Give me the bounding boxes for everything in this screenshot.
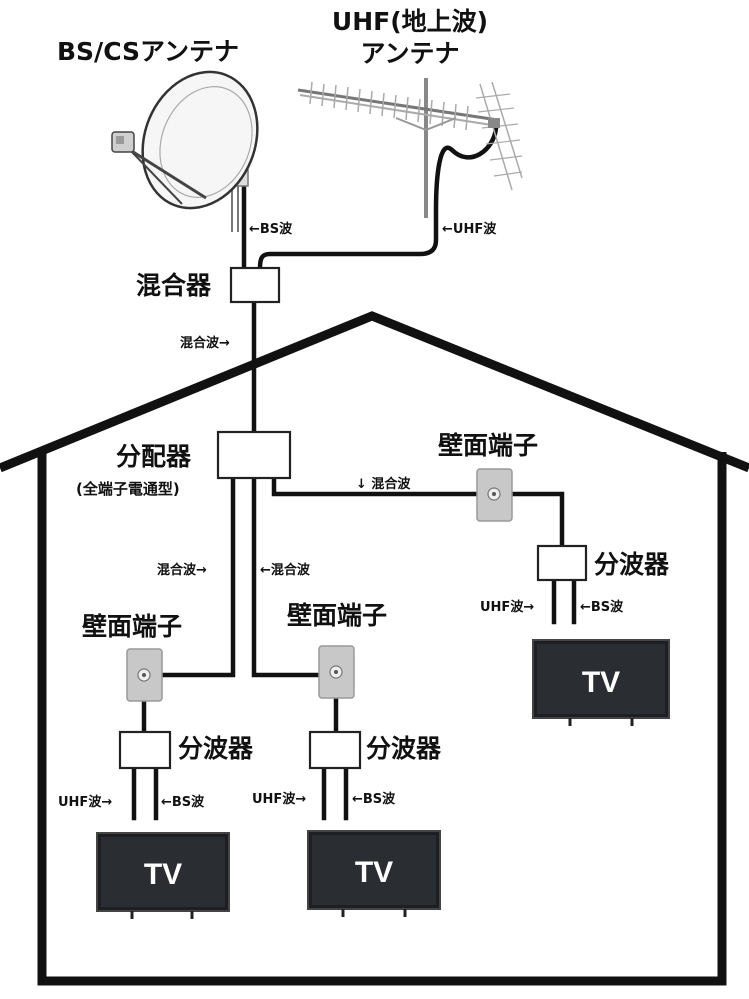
- separator-label-right: 分波器: [594, 550, 670, 579]
- wall-terminal-icon-middle: [318, 645, 355, 699]
- wall-terminal-icon-right: [476, 468, 513, 522]
- wall-terminal-icon-left: [126, 648, 163, 702]
- tv-middle: TV: [307, 830, 441, 917]
- mixed-wave-label-middle-branch: ←混合波: [260, 562, 311, 578]
- tv-left: TV: [96, 832, 230, 919]
- uhf-output-label-left: UHF波→: [58, 794, 112, 810]
- uhf-yagi-antenna-icon: [297, 78, 523, 218]
- bs-cs-dish-icon: [111, 70, 259, 232]
- mixed-wave-label-top: 混合波→: [180, 335, 230, 351]
- tv-right: TV: [532, 639, 670, 726]
- mixer-box: [229, 266, 281, 304]
- uhf-output-label-middle: UHF波→: [252, 791, 306, 807]
- uhf-wave-label: ←UHF波: [442, 221, 497, 237]
- bs-output-label-middle: ←BS波: [352, 791, 396, 807]
- uhf-antenna-label-line1: UHF(地上波): [332, 7, 488, 36]
- separator-box-right: [536, 544, 588, 582]
- separator-box-middle: [308, 730, 362, 770]
- tv-label-left: TV: [144, 858, 182, 891]
- mixed-wave-label-right: ↓ 混合波: [356, 476, 411, 492]
- splitter-box: [216, 430, 292, 480]
- mixed-wave-label-left-branch: 混合波→: [157, 562, 207, 578]
- tv-label-right: TV: [582, 666, 620, 699]
- uhf-antenna-label-line2: アンテナ: [360, 39, 459, 68]
- splitter-note: (全端子電通型): [76, 480, 180, 498]
- splitter-label: 分配器: [116, 442, 192, 471]
- separator-label-middle: 分波器: [366, 734, 442, 763]
- cable-wires: [131, 125, 577, 821]
- house-outline: [0, 311, 749, 986]
- bs-cs-antenna-label: BS/CSアンテナ: [57, 37, 239, 66]
- separator-box-left: [118, 730, 172, 770]
- wall-terminal-label-left: 壁面端子: [82, 612, 182, 641]
- bs-output-label-right: ←BS波: [580, 599, 624, 615]
- uhf-output-label-right: UHF波→: [480, 599, 534, 615]
- mixer-label: 混合器: [136, 271, 212, 300]
- separator-label-left: 分波器: [178, 734, 254, 763]
- tv-label-middle: TV: [355, 856, 393, 889]
- bs-wave-label: ←BS波: [249, 221, 293, 237]
- bs-output-label-left: ←BS波: [161, 794, 205, 810]
- wall-terminal-label-middle: 壁面端子: [287, 601, 387, 630]
- wall-terminal-label-right: 壁面端子: [438, 431, 538, 460]
